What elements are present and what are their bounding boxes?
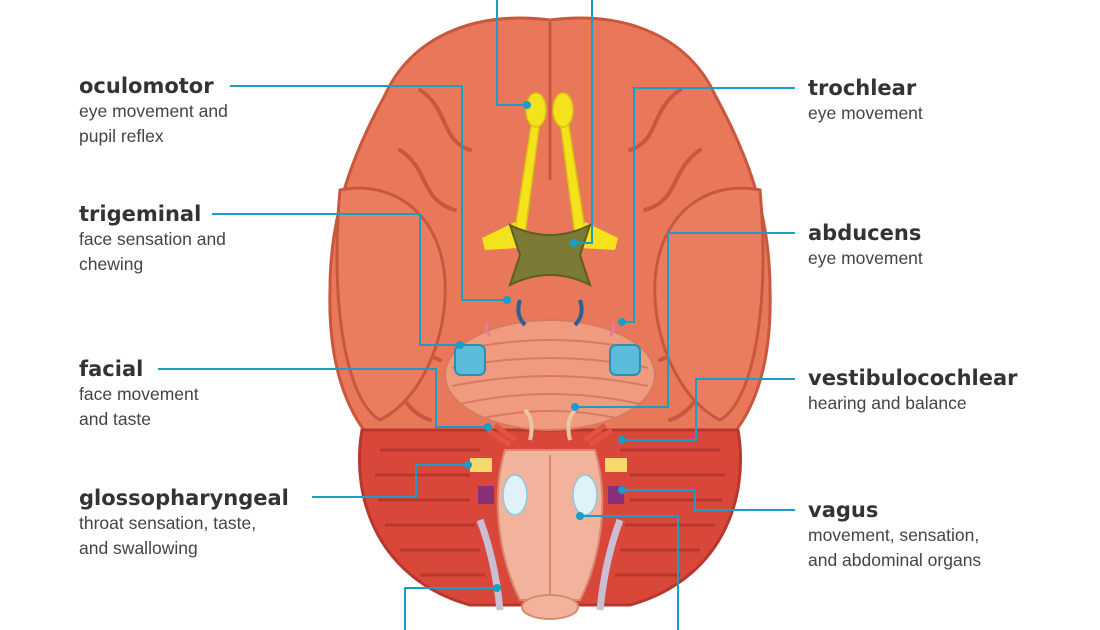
label-facial-desc: face movement and taste — [79, 384, 199, 429]
label-vestibulocochlear: vestibulocochlear hearing and balance — [808, 365, 1048, 416]
label-vestibulocochlear-name: vestibulocochlear — [808, 366, 1018, 390]
label-oculomotor: oculomotor eye movement and pupil reflex — [79, 73, 319, 149]
label-glossopharyngeal-name: glossopharyngeal — [79, 486, 289, 510]
label-trigeminal: trigeminal face sensation and chewing — [79, 201, 319, 277]
label-abducens: abducens eye movement — [808, 220, 1048, 271]
label-vestibulocochlear-desc: hearing and balance — [808, 393, 967, 413]
label-abducens-name: abducens — [808, 221, 922, 245]
label-oculomotor-name: oculomotor — [79, 74, 214, 98]
label-glossopharyngeal-desc: throat sensation, taste, and swallowing — [79, 513, 257, 558]
label-oculomotor-desc: eye movement and pupil reflex — [79, 101, 228, 146]
label-trigeminal-desc: face sensation and chewing — [79, 229, 226, 274]
label-facial: facial face movement and taste — [79, 356, 319, 432]
label-glossopharyngeal: glossopharyngeal throat sensation, taste… — [79, 485, 319, 561]
label-facial-name: facial — [79, 357, 144, 381]
cranial-nerve-roots — [454, 299, 641, 611]
label-trochlear: trochlear eye movement — [808, 75, 1048, 126]
label-vagus-name: vagus — [808, 498, 879, 522]
optic-chiasm — [508, 223, 592, 287]
label-vagus-desc: movement, sensation, and abdominal organ… — [808, 525, 982, 570]
label-abducens-desc: eye movement — [808, 248, 923, 268]
pons — [444, 319, 656, 431]
brainstem — [496, 449, 604, 620]
label-vagus: vagus movement, sensation, and abdominal… — [808, 497, 1048, 573]
leader-lines — [158, 0, 795, 630]
cerebrum — [328, 16, 772, 442]
label-trigeminal-name: trigeminal — [79, 202, 202, 226]
label-trochlear-name: trochlear — [808, 76, 917, 100]
label-trochlear-desc: eye movement — [808, 103, 923, 123]
